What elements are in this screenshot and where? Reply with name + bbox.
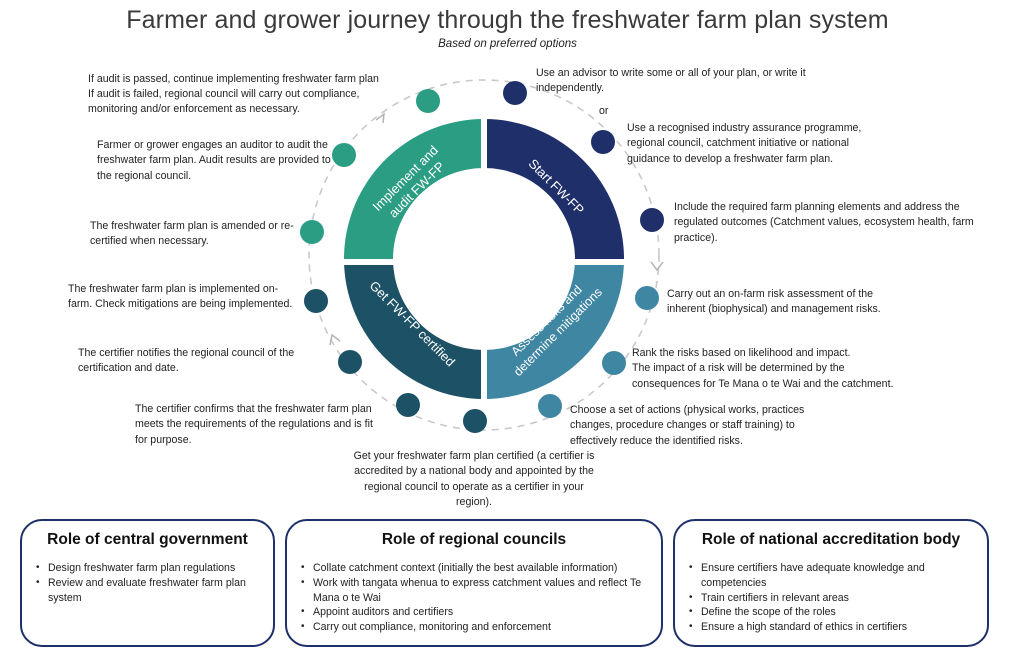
role-list-regional: Collate catchment context (initially the… bbox=[287, 561, 661, 635]
note-advisor: Use an advisor to write some or all of y… bbox=[536, 67, 806, 95]
step-dot-certifier-confirms bbox=[396, 393, 420, 417]
list-item: Ensure a high standard of ethics in cert… bbox=[689, 620, 977, 635]
note-certifier-confirms: The certifier confirms that the freshwat… bbox=[135, 403, 373, 446]
role-list-national: Ensure certifiers have adequate knowledg… bbox=[675, 561, 987, 635]
note-elements: Include the required farm planning eleme… bbox=[674, 201, 974, 244]
step-dot-rank bbox=[602, 351, 626, 375]
step-dot-advisor bbox=[503, 81, 527, 105]
note-auditor: Farmer or grower engages an auditor to a… bbox=[97, 139, 331, 182]
note-amended: The freshwater farm plan is amended or r… bbox=[90, 220, 294, 248]
note-certifier-notifies: The certifier notifies the regional coun… bbox=[78, 347, 295, 375]
quadrant-certified bbox=[344, 259, 484, 399]
step-dot-auditor bbox=[332, 143, 356, 167]
role-title-regional: Role of regional councils bbox=[381, 531, 567, 548]
note-get-certified: Get your freshwater farm plan certified … bbox=[353, 450, 595, 509]
list-item: Work with tangata whenua to express catc… bbox=[301, 576, 651, 606]
list-item: Define the scope of the roles bbox=[689, 605, 977, 620]
step-dot-implemented bbox=[304, 289, 328, 313]
journey-diagram: Start FW-FP Assess risks and determine m… bbox=[300, 79, 664, 433]
step-dot-industry bbox=[591, 130, 615, 154]
note-audit-passed: If audit is passed, continue implementin… bbox=[88, 73, 379, 85]
list-item: Collate catchment context (initially the… bbox=[301, 561, 651, 576]
note-risk-assessment: Carry out an on-farm risk assessment of … bbox=[667, 288, 881, 316]
list-item: Train certifiers in relevant areas bbox=[689, 591, 977, 606]
note-rank: Rank the risks based on likelihood and i… bbox=[632, 347, 894, 390]
orbit-arrow-top bbox=[375, 112, 385, 124]
role-box-national-accreditation: Role of national accreditation body Ensu… bbox=[673, 519, 989, 647]
step-dot-audit-result bbox=[416, 89, 440, 113]
role-list-central: Design freshwater farm plan regulations … bbox=[22, 561, 273, 605]
step-dot-amended bbox=[300, 220, 324, 244]
role-box-central-government: Role of central government Design freshw… bbox=[20, 519, 275, 647]
note-implemented: The freshwater farm plan is implemented … bbox=[68, 283, 293, 311]
note-audit-failed: If audit is failed, regional council wil… bbox=[88, 88, 360, 116]
note-or: or bbox=[599, 105, 609, 117]
page-title: Farmer and grower journey through the fr… bbox=[126, 6, 889, 34]
list-item: Appoint auditors and certifiers bbox=[301, 605, 651, 620]
step-dot-certifier-notifies bbox=[338, 350, 362, 374]
page-subtitle: Based on preferred options bbox=[438, 38, 577, 50]
step-dot-actions bbox=[538, 394, 562, 418]
note-industry: Use a recognised industry assurance prog… bbox=[627, 122, 862, 165]
list-item: Review and evaluate freshwater farm plan… bbox=[36, 576, 263, 606]
step-dot-get-certified bbox=[463, 409, 487, 433]
list-item: Design freshwater farm plan regulations bbox=[36, 561, 263, 576]
step-dot-risk-assessment bbox=[635, 286, 659, 310]
role-title-national: Role of national accreditation body bbox=[701, 531, 961, 548]
quadrant-assess bbox=[484, 259, 624, 399]
quadrant-start bbox=[484, 119, 624, 259]
note-actions: Choose a set of actions (physical works,… bbox=[570, 404, 805, 447]
role-title-central: Role of central government bbox=[47, 531, 248, 548]
role-box-regional-councils: Role of regional councils Collate catchm… bbox=[285, 519, 663, 647]
orbit-ring bbox=[308, 79, 660, 431]
list-item: Ensure certifiers have adequate knowledg… bbox=[689, 561, 977, 591]
orbit-arrow-right bbox=[650, 261, 664, 272]
orbit-arrow-left bbox=[329, 333, 341, 346]
quadrant-implement bbox=[344, 119, 484, 259]
list-item: Carry out compliance, monitoring and enf… bbox=[301, 620, 651, 635]
step-dot-elements bbox=[640, 208, 664, 232]
